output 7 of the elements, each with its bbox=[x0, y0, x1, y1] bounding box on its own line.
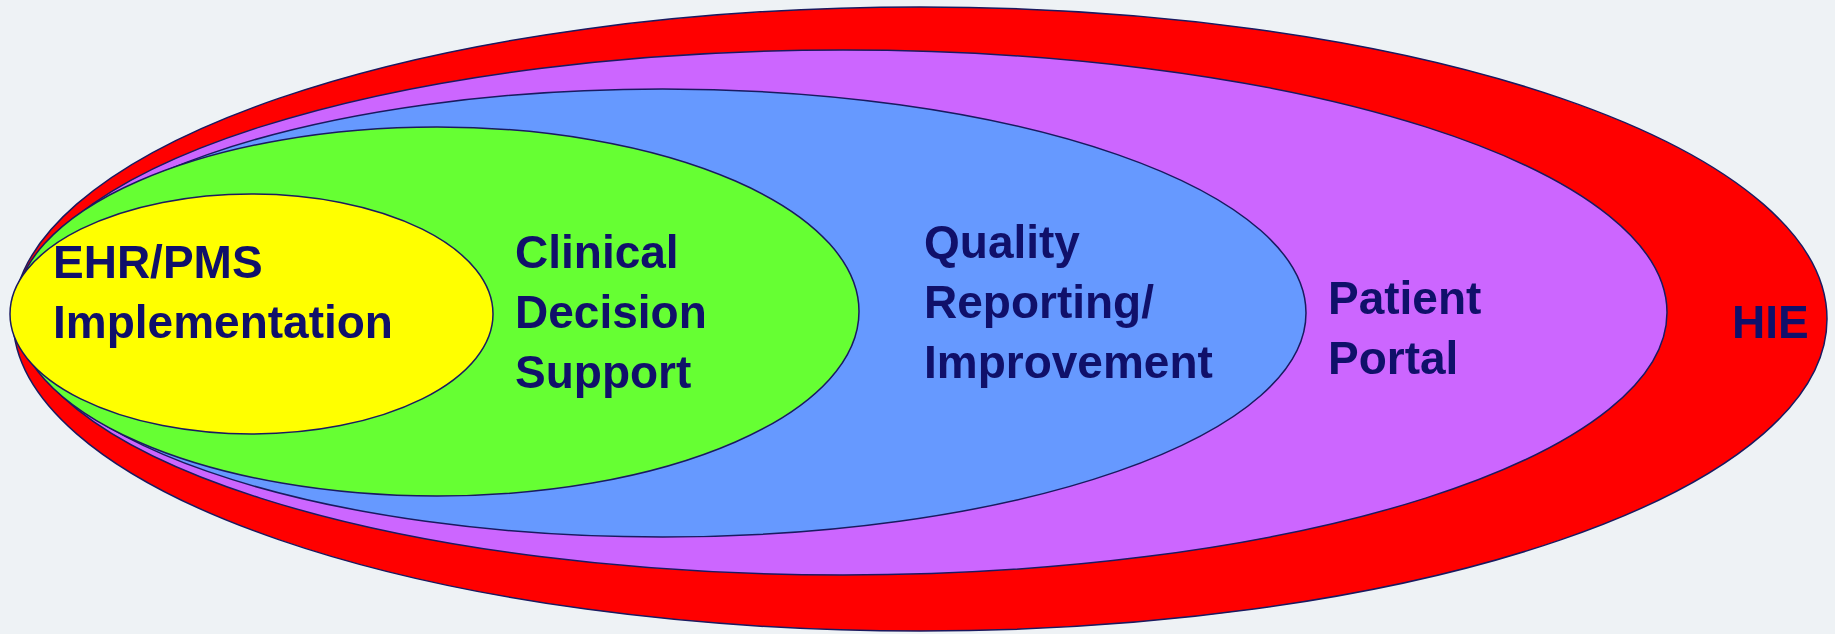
region-label: Clinical Decision Support bbox=[515, 225, 708, 400]
region-label: HIE bbox=[1732, 295, 1810, 350]
ellipse-region bbox=[12, 6, 1828, 632]
ellipse-region bbox=[9, 193, 494, 435]
region-label: EHR/PMS Implementation bbox=[53, 235, 394, 350]
region-label: Patient Portal bbox=[1328, 271, 1483, 386]
region-label: Quality Reporting/ Improvement bbox=[924, 215, 1214, 390]
